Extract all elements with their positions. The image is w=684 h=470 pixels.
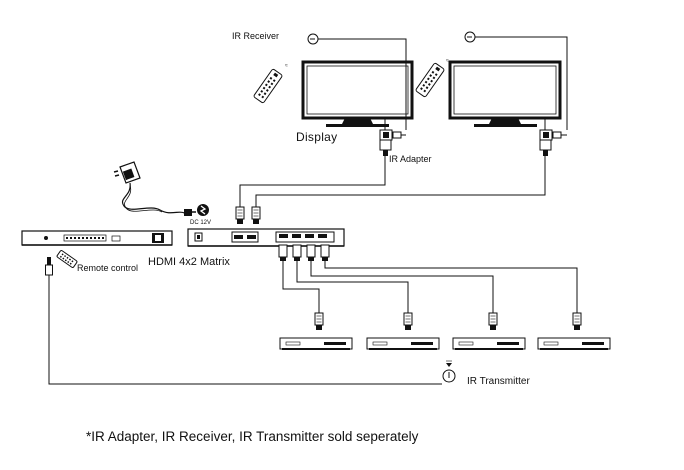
- dc-power-symbol: [197, 204, 209, 216]
- power-adapter-icon: [113, 161, 141, 184]
- remote-control-icon: [415, 62, 445, 98]
- ir-adapter-left: [379, 129, 406, 156]
- ir-jack: [45, 257, 53, 276]
- remote-control-icon: [253, 68, 283, 104]
- ir-transmitter-label: IR Transmitter: [467, 376, 530, 387]
- ir-receiver-icon: [307, 33, 319, 45]
- source-device-4: [537, 337, 611, 350]
- ir-receiver-icon: [464, 31, 476, 43]
- dc-power-label: DC 12V: [190, 220, 212, 226]
- ir-transmitter-icon: [442, 360, 456, 383]
- ir-adapter-label: IR Adapter: [389, 154, 432, 164]
- display-right: [448, 60, 562, 127]
- ir-adapter-right: [539, 129, 567, 156]
- svg-text:≈: ≈: [285, 63, 288, 69]
- svg-text:≈: ≈: [446, 58, 449, 64]
- remote-control-icon: [56, 250, 78, 268]
- power-plug-icon: [184, 209, 196, 216]
- source-device-2: [366, 337, 440, 350]
- remote-receiver-unit: [21, 230, 173, 246]
- hdmi-matrix-unit: [187, 228, 345, 247]
- source-device-3: [452, 337, 526, 350]
- source-device-1: [279, 337, 353, 350]
- footnote: *IR Adapter, IR Receiver, IR Transmitter…: [86, 429, 419, 444]
- ir-receiver-label: IR Receiver: [232, 31, 280, 41]
- remote-control-label: Remote control: [77, 263, 139, 273]
- matrix-label: HDMI 4x2 Matrix: [148, 256, 230, 268]
- display-left: [301, 60, 414, 127]
- display-label: Display: [296, 130, 338, 144]
